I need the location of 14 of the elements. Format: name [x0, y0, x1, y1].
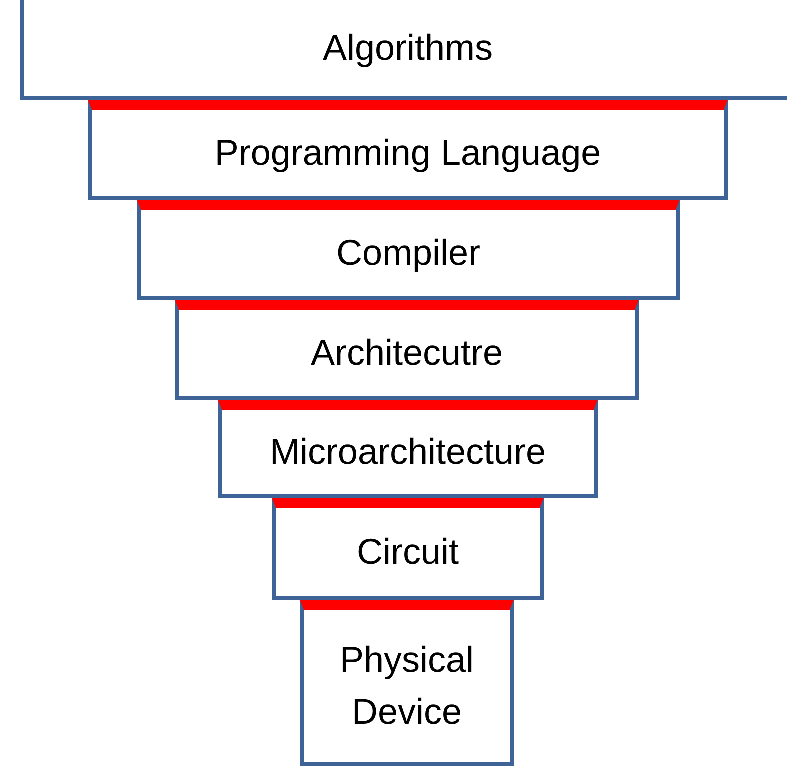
layer-label: Physical Device: [338, 638, 476, 734]
layer-label: Programming Language: [214, 130, 602, 175]
layer-label: Architecutre: [310, 330, 504, 375]
layer-box: [300, 600, 514, 766]
layer-label: Circuit: [356, 530, 460, 574]
layer-box: [20, 0, 787, 100]
layer-box: [137, 200, 680, 300]
layer-box: [175, 300, 639, 400]
layer-label: Microarchitecture: [268, 430, 548, 474]
layer-box: [272, 498, 544, 600]
layer-box: [88, 100, 728, 200]
layer-label: Compiler: [335, 230, 482, 275]
layer-box: [218, 400, 598, 498]
layer-label: Algorithms: [322, 26, 494, 70]
